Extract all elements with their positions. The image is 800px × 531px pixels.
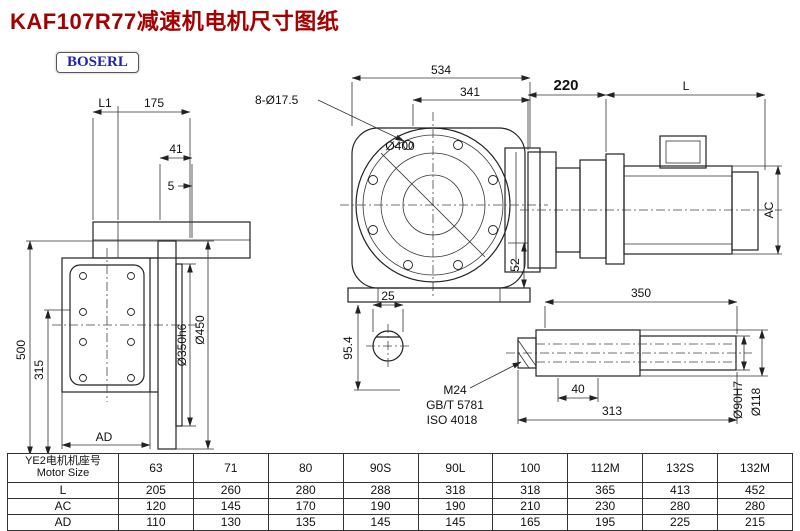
value-cell: 318 [492, 482, 569, 499]
dim-313: 313 [602, 404, 622, 418]
dim-52: 52 [508, 258, 522, 272]
value-cell: 225 [642, 514, 718, 531]
value-cell: 280 [267, 482, 344, 499]
dim-40: 40 [571, 382, 585, 396]
value-cell: 145 [417, 514, 494, 531]
motor-size-header-en: Motor Size [36, 467, 90, 479]
technical-drawing: L1 175 41 5 500 315 Ø350h6 Ø450 AD [14, 63, 782, 453]
value-cell: 135 [267, 514, 344, 531]
label-iso-4018: ISO 4018 [427, 413, 478, 427]
value-cell: 120 [118, 498, 194, 515]
motor-size-header: YE2电机机座号 Motor Size [7, 453, 119, 483]
dim-90H7: Ø90H7 [731, 381, 745, 419]
dim-118: Ø118 [749, 387, 763, 416]
dim-500: 500 [14, 340, 28, 360]
motor-size-column: 132M [717, 453, 793, 483]
shaft-section-view: 25 95.4 M24 GB/T 5781 ISO 4018 [341, 289, 522, 427]
hollow-shaft-detail: 350 40 313 Ø90H7 Ø118 [506, 286, 768, 424]
value-cell: 318 [417, 482, 494, 499]
left-view: L1 175 41 5 500 315 Ø350h6 Ø450 AD [14, 96, 251, 453]
dim-AD: AD [96, 430, 113, 444]
dim-L1: L1 [98, 96, 112, 110]
dim-534: 534 [431, 63, 451, 77]
dim-L: L [683, 79, 690, 93]
motor-size-column: 71 [192, 453, 269, 483]
value-cell: 288 [342, 482, 419, 499]
row-label: AD [7, 514, 119, 531]
dim-175: 175 [144, 96, 164, 110]
dim-350h6: Ø350h6 [175, 323, 189, 366]
value-cell: 280 [717, 498, 793, 515]
dim-450: Ø450 [193, 315, 207, 345]
motor-size-column: 90L [417, 453, 494, 483]
value-cell: 190 [342, 498, 419, 515]
value-cell: 210 [492, 498, 569, 515]
dim-400: Ø400 [385, 139, 415, 153]
motor-size-column: 63 [118, 453, 194, 483]
value-cell: 452 [717, 482, 793, 499]
motor-size-column: 80 [267, 453, 344, 483]
page-title: KAF107R77减速机电机尺寸图纸 [10, 9, 340, 34]
dim-5: 5 [168, 179, 175, 193]
motor-size-column: 132S [642, 453, 718, 483]
value-cell: 280 [642, 498, 718, 515]
value-cell: 170 [267, 498, 344, 515]
value-cell: 145 [192, 498, 269, 515]
value-cell: 215 [717, 514, 793, 531]
row-label: AC [7, 498, 119, 515]
dim-AC: AC [762, 201, 776, 218]
value-cell: 230 [567, 498, 644, 515]
motor-size-column: 90S [342, 453, 419, 483]
motor-size-column: 100 [492, 453, 569, 483]
dim-341: 341 [460, 85, 480, 99]
front-view: Ø400 534 341 8-Ø17.5 52 [255, 63, 548, 303]
value-cell: 130 [192, 514, 269, 531]
dim-315: 315 [32, 360, 46, 380]
motor-size-header-cn: YE2电机机座号 [25, 455, 101, 468]
label-bolt-holes: 8-Ø17.5 [255, 93, 299, 107]
value-cell: 110 [118, 514, 194, 531]
dim-25: 25 [381, 289, 395, 303]
value-cell: 260 [192, 482, 269, 499]
value-cell: 145 [342, 514, 419, 531]
brand-logo: BOSERL [56, 52, 139, 73]
label-m24: M24 [443, 383, 467, 397]
value-cell: 413 [642, 482, 718, 499]
row-label: L [7, 482, 119, 499]
motor-side-view: 220 L AC [520, 77, 782, 269]
value-cell: 195 [567, 514, 644, 531]
value-cell: 190 [417, 498, 494, 515]
label-gbt-5781: GB/T 5781 [426, 398, 484, 412]
value-cell: 205 [118, 482, 194, 499]
dim-220: 220 [553, 77, 578, 94]
dim-350: 350 [631, 286, 651, 300]
value-cell: 365 [567, 482, 644, 499]
dim-41: 41 [169, 142, 183, 156]
motor-size-column: 112M [567, 453, 644, 483]
value-cell: 165 [492, 514, 569, 531]
dim-95-4: 95.4 [341, 336, 355, 360]
